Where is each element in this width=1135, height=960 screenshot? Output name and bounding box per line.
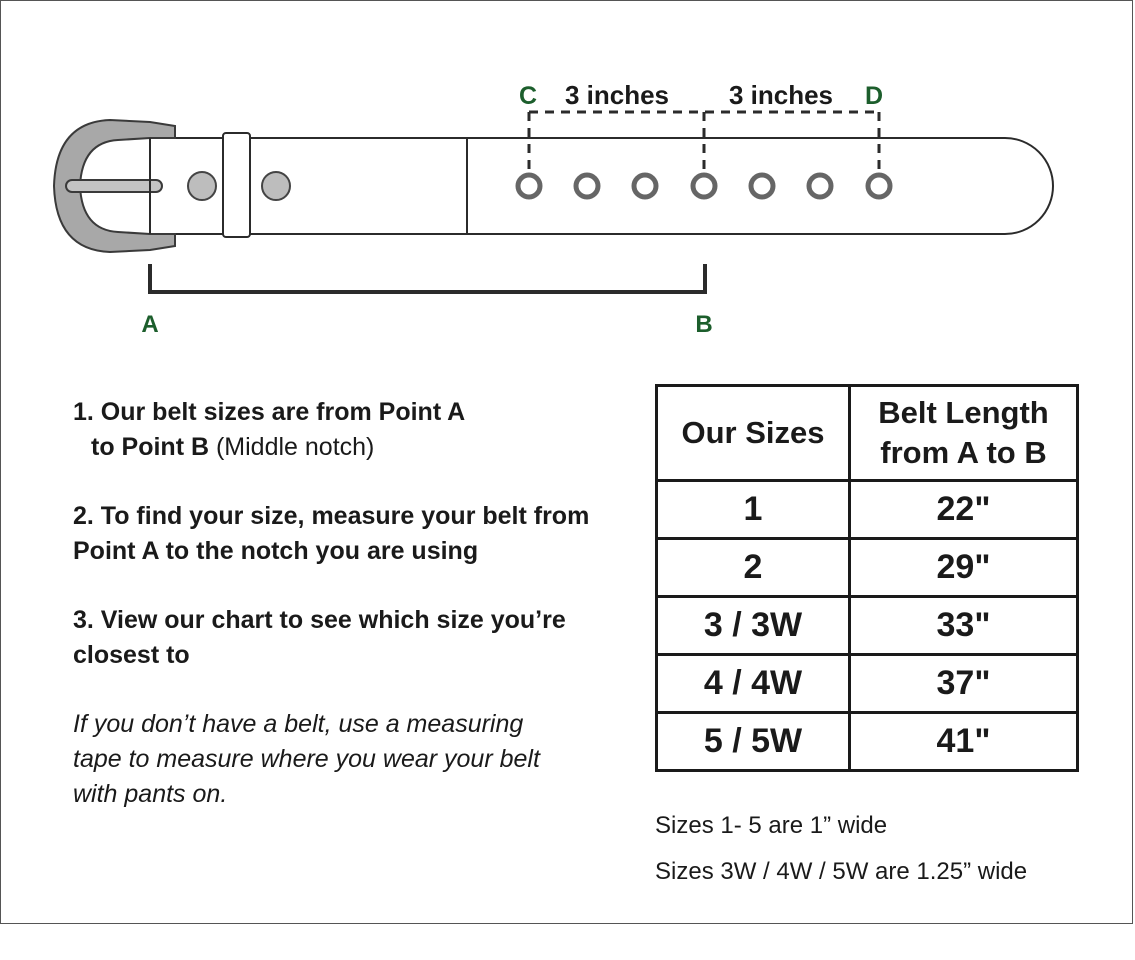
size-cell: 5 / 5W [655,711,851,772]
instruction-step-2: 2. To find your size, measure your belt … [73,502,590,565]
table-header-row: Our Sizes Belt Length from A to B [655,384,1079,482]
notch-hole [748,172,776,200]
buckle-icon [52,118,176,254]
label-span-right: 3 inches [729,80,833,110]
instruction-step-1: 1. Our belt sizes are from Point A to Po… [73,395,593,465]
length-cell: 37" [848,653,1079,714]
size-cell: 1 [655,479,851,540]
rivet-left [187,171,217,201]
step-1-line-2: to Point B (Middle notch) [73,430,593,465]
label-b: B [695,311,712,338]
length-cell: 22" [848,479,1079,540]
dimension-bracket-c-d [527,110,881,172]
belt-strap [150,137,1054,235]
notch-hole [865,172,893,200]
instructions: 1. Our belt sizes are from Point A to Po… [73,395,593,812]
step-1-point-b: to Point B [91,433,210,461]
notch-hole [573,172,601,200]
size-cell: 2 [655,537,851,598]
header-belt-length: Belt Length from A to B [848,384,1079,482]
belt-diagram: C 3 inches 3 inches D A B [52,80,1054,338]
footnote-width-wide: Sizes 3W / 4W / 5W are 1.25” wide [655,858,1028,885]
belt-notches [515,172,893,200]
instruction-step-3: 3. View our chart to see which size you’… [73,606,566,669]
table-row: 5 / 5W 41" [655,711,1079,772]
footnote-width-standard: Sizes 1- 5 are 1” wide [655,812,888,839]
length-cell: 29" [848,537,1079,598]
step-1-line-1: 1. Our belt sizes are from Point A [73,398,466,426]
header-our-sizes: Our Sizes [655,384,851,482]
label-d: D [865,82,883,110]
table-row: 1 22" [655,479,1079,540]
size-chart-table: Our Sizes Belt Length from A to B 1 22" … [655,384,1079,772]
size-cell: 3 / 3W [655,595,851,656]
label-span-left: 3 inches [565,80,669,110]
rivet-right [261,171,291,201]
label-a: A [141,311,158,338]
dimension-bracket-a-b [148,264,707,294]
label-c: C [519,82,537,110]
table-row: 4 / 4W 37" [655,653,1079,714]
length-cell: 33" [848,595,1079,656]
measuring-tape-note: If you don’t have a belt, use a measurin… [73,710,540,808]
belt-keeper-loop [222,132,251,238]
page-frame [0,0,1133,924]
notch-hole [690,172,718,200]
notch-hole [515,172,543,200]
length-cell: 41" [848,711,1079,772]
table-row: 3 / 3W 33" [655,595,1079,656]
size-cell: 4 / 4W [655,653,851,714]
step-1-middle-notch: (Middle notch) [209,433,375,461]
notch-hole [806,172,834,200]
notch-hole [631,172,659,200]
table-row: 2 29" [655,537,1079,598]
